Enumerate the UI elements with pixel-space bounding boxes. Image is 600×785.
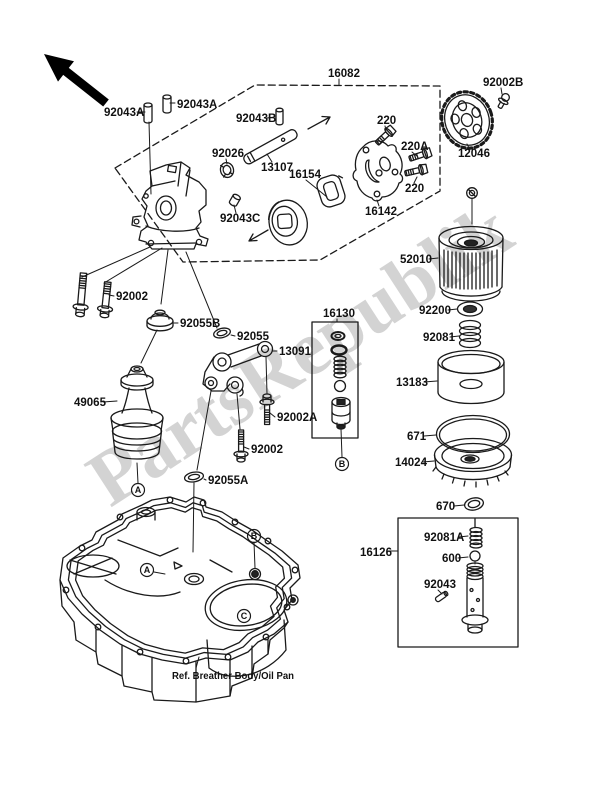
part-label-92055: 92055 xyxy=(237,331,270,343)
oring-670-drawing xyxy=(463,497,485,511)
part-label-92081a: 92081A xyxy=(424,532,464,544)
oil-filter-52010-drawing xyxy=(438,187,504,302)
part-label-52010: 52010 xyxy=(400,254,432,266)
part-label-92200: 92200 xyxy=(419,305,451,317)
part-label-220a: 220A xyxy=(401,141,429,153)
part-label-92081: 92081 xyxy=(423,332,456,344)
shaft-13107-drawing xyxy=(243,129,298,165)
part-label-92002-left: 92002 xyxy=(116,291,148,303)
cup-13183-drawing xyxy=(437,349,505,405)
cap-92055b-drawing xyxy=(146,309,174,332)
part-label-16154: 16154 xyxy=(289,169,322,181)
part-label-13091: 13091 xyxy=(279,346,312,358)
part-label-14024: 14024 xyxy=(395,457,428,469)
spring-92081-drawing xyxy=(458,319,482,349)
sprocket-12046-drawing xyxy=(440,90,494,150)
pan-bolt-holes xyxy=(62,496,299,665)
marker-b-pan: B xyxy=(251,531,258,541)
leader-lines xyxy=(81,78,503,669)
part-label-16142: 16142 xyxy=(365,206,397,218)
part-label-16130: 16130 xyxy=(323,308,355,320)
part-label-671: 671 xyxy=(407,431,427,443)
ring-92026-drawing xyxy=(219,161,235,179)
relief-valve-16130-drawing xyxy=(311,321,359,439)
part-label-92043a-1: 92043A xyxy=(104,107,144,119)
direction-arrow-icon xyxy=(44,54,109,107)
oil-pan-drawing xyxy=(59,496,301,703)
dowel-pins-drawing xyxy=(143,94,284,207)
marker-b-valve: B xyxy=(339,459,346,469)
part-label-16126: 16126 xyxy=(360,547,392,559)
part-label-92055b: 92055B xyxy=(180,318,220,330)
rotor-set-16154-drawing xyxy=(267,174,346,246)
part-label-92043b: 92043B xyxy=(236,113,276,125)
oil-pump-body-drawing xyxy=(131,161,209,250)
part-label-220-2: 220 xyxy=(405,183,424,195)
part-label-92002a: 92002A xyxy=(277,412,317,424)
washer-92200-drawing xyxy=(456,301,484,317)
valve-assy-16126-drawing xyxy=(397,517,519,648)
part-label-12046: 12046 xyxy=(458,148,490,160)
part-label-220-1: 220 xyxy=(377,115,396,127)
part-label-600: 600 xyxy=(442,553,461,565)
cover-14024-drawing xyxy=(432,437,513,488)
mount-bolts-92002-drawing xyxy=(72,272,114,319)
assembly-boundary-16082 xyxy=(114,84,441,263)
part-label-92002-mid: 92002 xyxy=(251,444,283,456)
part-label-92043: 92043 xyxy=(424,579,456,591)
part-label-670: 670 xyxy=(436,501,455,513)
part-label-92055a: 92055A xyxy=(208,475,248,487)
marker-a-strainer: A xyxy=(135,485,142,495)
marker-c-pan: C xyxy=(241,611,248,621)
oring-671-drawing xyxy=(435,414,511,454)
part-label-92043a-2: 92043A xyxy=(177,99,217,111)
pump-cover-16142-drawing xyxy=(352,140,404,202)
bracket-bolts-drawing xyxy=(233,393,275,463)
part-label-13107: 13107 xyxy=(261,162,293,174)
part-label-92043c: 92043C xyxy=(220,213,260,225)
diagram-caption: Ref. Breather Body/Oil Pan xyxy=(172,670,294,682)
holder-13091-drawing xyxy=(202,340,274,397)
oring-92055a-drawing xyxy=(183,471,205,483)
oring-92055-drawing xyxy=(213,327,231,339)
sprocket-bolt-92002b-drawing xyxy=(497,92,510,109)
strainer-49065-drawing xyxy=(110,365,164,460)
part-label-16082: 16082 xyxy=(328,68,360,80)
part-label-92002b: 92002B xyxy=(483,77,523,89)
part-label-92026: 92026 xyxy=(212,148,244,160)
connection-markers xyxy=(130,456,350,624)
part-label-13183: 13183 xyxy=(396,377,428,389)
assembly-arrow-icon xyxy=(248,115,331,242)
marker-a-pan: A xyxy=(144,565,151,575)
part-label-49065: 49065 xyxy=(74,397,107,409)
